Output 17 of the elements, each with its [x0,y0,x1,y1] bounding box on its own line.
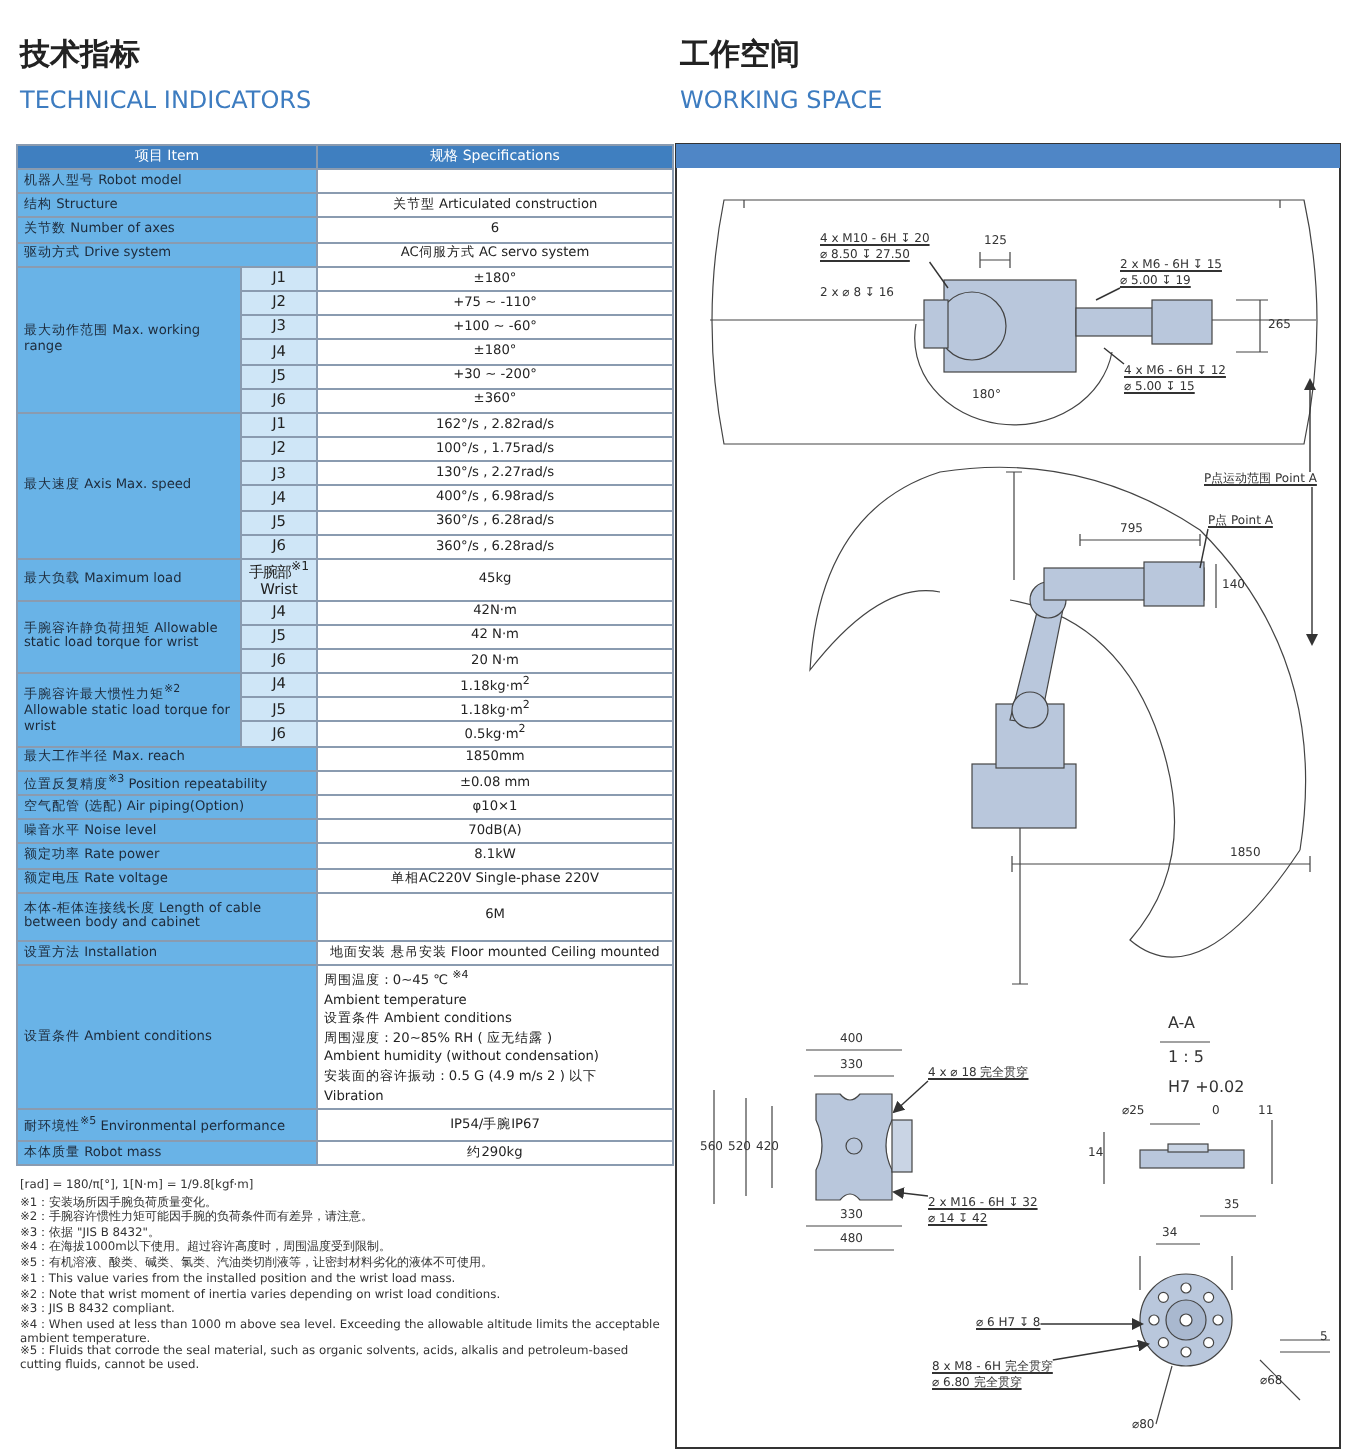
leader-line [892,1187,929,1200]
heading-cn: 工作空间 [680,36,800,74]
leader-line [1199,528,1209,569]
leader-line [1039,1318,1144,1330]
leader-line [1103,347,1125,365]
dimension-label: 1 : 5 [1168,1050,1204,1066]
leader-line [1304,378,1316,473]
dimension-label: H7 +0.02 [1168,1080,1245,1096]
dimension-label: A-A [1168,1016,1195,1032]
leader-line [892,1080,929,1114]
leader-line [1306,486,1318,646]
leader-line [928,261,949,289]
heading-cn: 技术指标 [20,36,140,74]
leader-line [1052,1339,1150,1361]
heading-en: TECHNICAL INDICATORS [20,86,312,114]
heading-en: WORKING SPACE [680,86,883,114]
leader-line [1095,287,1121,301]
